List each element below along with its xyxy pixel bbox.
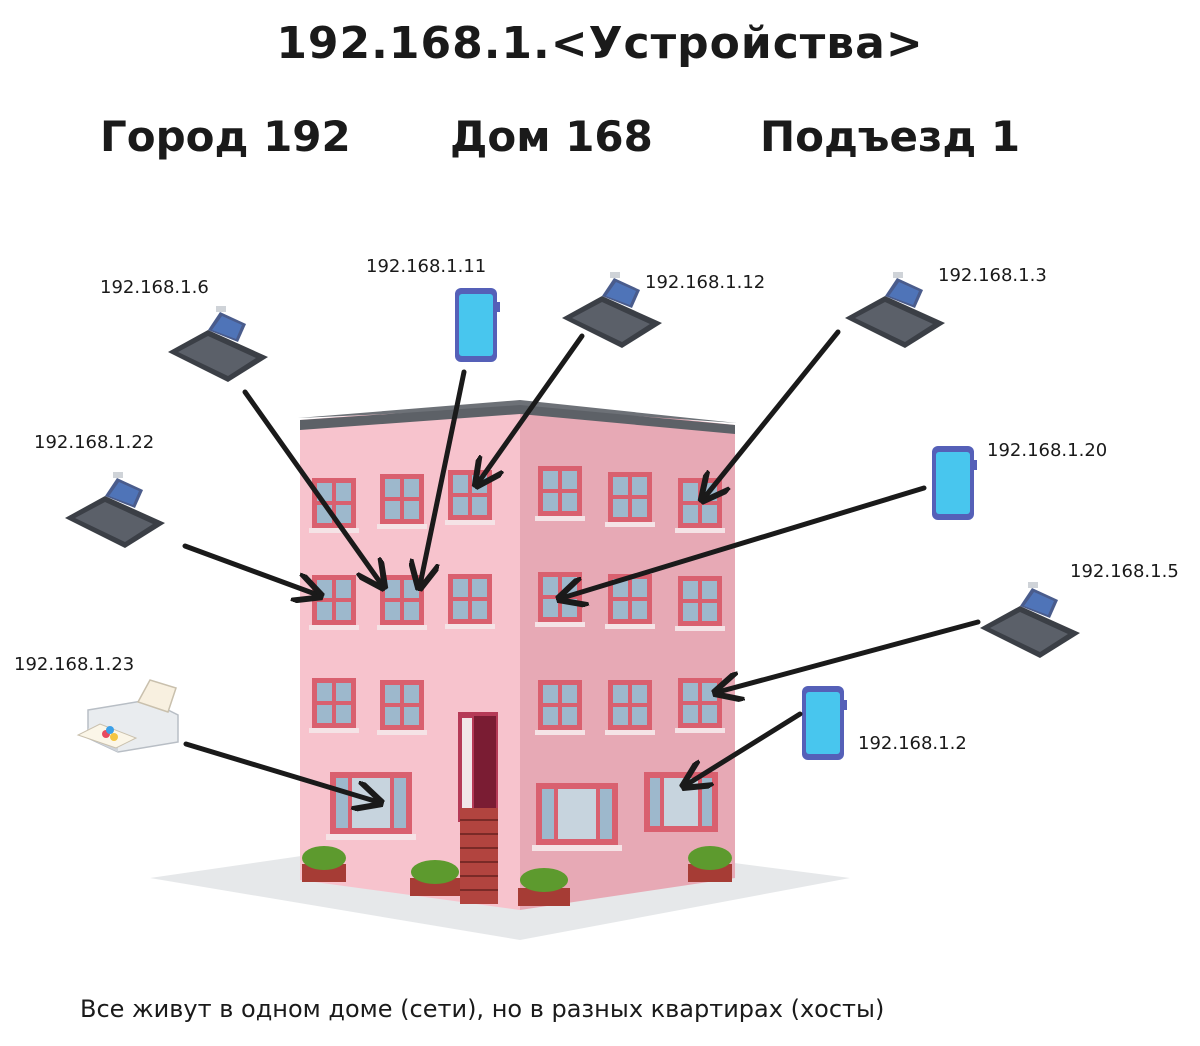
arrow	[420, 369, 467, 585]
arrow	[562, 485, 927, 598]
laptop-icon	[845, 272, 945, 348]
caption: Все живут в одном доме (сети), но в разн…	[80, 995, 885, 1023]
window	[605, 680, 655, 735]
device-ip-label: 192.168.1.12	[645, 272, 766, 293]
arrow	[478, 333, 585, 483]
planter	[688, 846, 732, 882]
device-ip-label: 192.168.1.11	[366, 256, 487, 277]
window	[309, 478, 359, 533]
device-ip-label: 192.168.1.2	[858, 733, 967, 754]
window	[535, 680, 585, 735]
device-ip-label: 192.168.1.3	[938, 265, 1047, 286]
phone-icon	[932, 446, 977, 520]
device-ip-label: 192.168.1.20	[987, 440, 1108, 461]
arrow	[182, 543, 318, 595]
arrow	[242, 389, 382, 585]
entrance-stairs	[460, 808, 498, 904]
window-large	[644, 772, 718, 832]
subtitle-entrance: Подъезд 1	[760, 112, 1021, 161]
phone-icon	[802, 686, 847, 760]
phone-icon	[455, 288, 500, 362]
building-roof	[298, 400, 737, 423]
device-ip-label: 192.168.1.22	[34, 432, 155, 453]
arrow	[686, 711, 803, 785]
planter	[518, 868, 570, 906]
window	[309, 575, 359, 630]
window	[675, 576, 725, 631]
window	[675, 478, 725, 533]
laptop-icon	[980, 582, 1080, 658]
laptop-icon	[168, 306, 268, 382]
window-large	[532, 783, 622, 851]
window	[377, 474, 427, 529]
laptop-icon	[65, 472, 165, 548]
arrow	[718, 619, 981, 692]
window	[605, 472, 655, 527]
window	[535, 466, 585, 521]
building	[298, 400, 737, 910]
arrows	[182, 329, 981, 802]
diagram-title: 192.168.1.<Устройства>	[276, 18, 924, 69]
device-ip-label: 192.168.1.6	[100, 277, 209, 298]
window	[377, 680, 427, 735]
planter	[302, 846, 346, 882]
arrow	[183, 741, 378, 802]
window	[445, 470, 495, 525]
window-large	[326, 772, 416, 840]
device-ip-label: 192.168.1.5	[1070, 561, 1179, 582]
subtitle-city: Город 192	[100, 112, 351, 161]
window	[675, 678, 725, 733]
window	[445, 574, 495, 629]
window	[309, 678, 359, 733]
arrow	[704, 329, 841, 498]
entrance-door	[458, 712, 498, 822]
planter	[410, 860, 460, 896]
printer-icon	[76, 679, 179, 753]
subtitle-house: Дом 168	[450, 112, 653, 161]
device-ip-label: 192.168.1.23	[14, 654, 135, 675]
